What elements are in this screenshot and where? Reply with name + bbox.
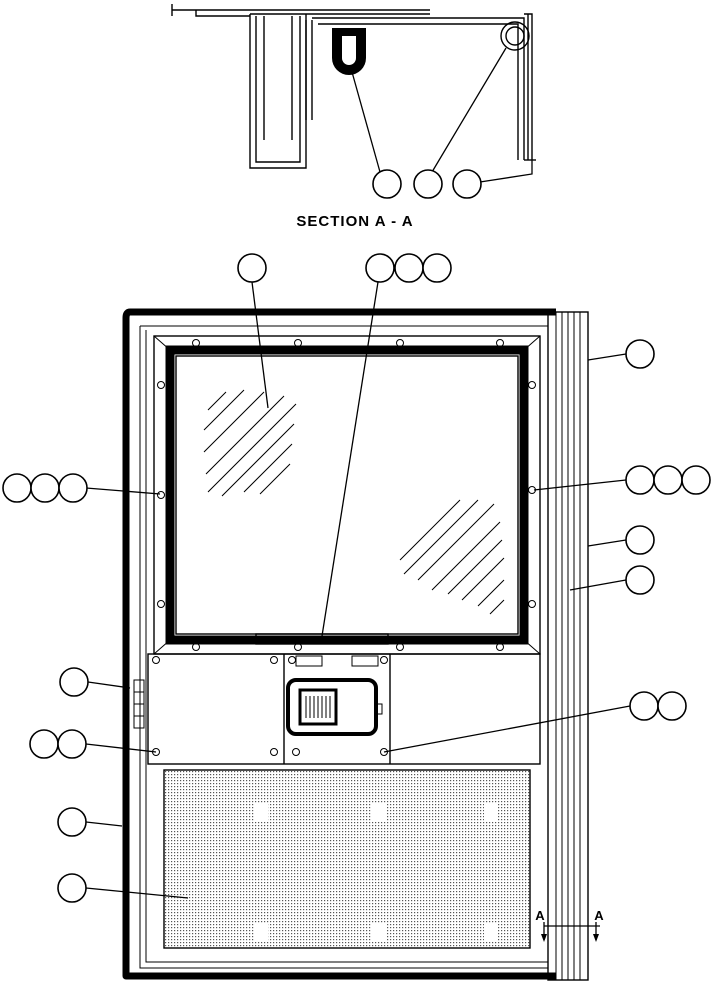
callout-balloon xyxy=(629,691,659,721)
callout-balloon xyxy=(57,807,87,837)
callout-balloon xyxy=(57,729,87,759)
callout-balloon xyxy=(681,465,711,495)
callout-balloon xyxy=(372,169,402,199)
roller xyxy=(500,21,530,51)
frame-screws xyxy=(157,339,536,651)
leader-lines xyxy=(85,281,631,899)
callout-balloon xyxy=(413,169,443,199)
callout-balloon xyxy=(2,473,32,503)
section-cut-markers: A A xyxy=(535,908,604,942)
callout-balloon xyxy=(625,465,655,495)
callout-balloon xyxy=(57,873,87,903)
callout-balloon xyxy=(653,465,683,495)
filter-grille xyxy=(163,769,531,949)
panel-front-view: A A xyxy=(122,308,604,981)
section-marker-left: A xyxy=(535,908,545,923)
side-rail xyxy=(547,311,589,981)
section-title: SECTION A - A xyxy=(296,213,413,230)
callout-balloon xyxy=(29,729,59,759)
callout-balloon xyxy=(452,169,482,199)
callout-balloon xyxy=(657,691,687,721)
callout-balloon xyxy=(422,253,452,283)
callout-balloons xyxy=(2,169,711,903)
callout-balloon xyxy=(625,339,655,369)
window-frame xyxy=(153,335,541,655)
callout-balloon xyxy=(30,473,60,503)
callout-balloon xyxy=(394,253,424,283)
callout-balloon xyxy=(237,253,267,283)
callout-balloon xyxy=(625,565,655,595)
callout-balloon xyxy=(365,253,395,283)
callout-balloon xyxy=(625,525,655,555)
window-glass xyxy=(175,355,519,635)
outer-frame xyxy=(122,308,556,980)
callout-balloon xyxy=(58,473,88,503)
section-marker-right: A xyxy=(594,908,604,923)
section-a-a-detail xyxy=(171,4,536,183)
callout-balloon xyxy=(59,667,89,697)
latch-plate xyxy=(133,653,541,765)
